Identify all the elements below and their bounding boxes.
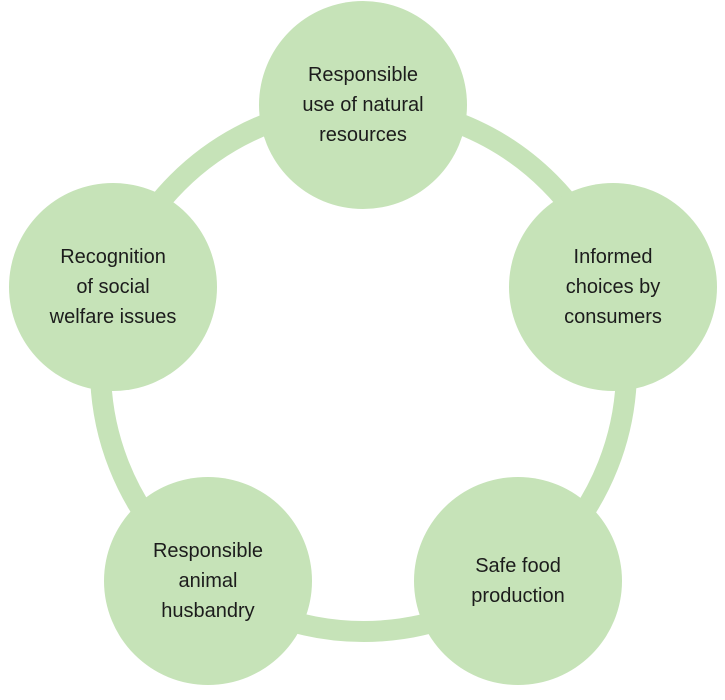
node-label-line: production: [471, 585, 565, 607]
cycle-node-social-welfare: Recognition of social welfare issues: [9, 183, 217, 391]
node-label: Responsible use of natural resources: [302, 60, 423, 150]
node-label-line: of social: [76, 276, 150, 298]
cycle-node-informed-choices: Informed choices by consumers: [509, 183, 717, 391]
node-label-line: animal: [178, 570, 238, 592]
node-label-line: choices by: [565, 276, 661, 298]
node-label-line: consumers: [564, 306, 662, 328]
cycle-node-animal-husbandry: Responsible animal husbandry: [104, 477, 312, 685]
node-label-line: welfare issues: [49, 306, 177, 328]
node-label: Safe food production: [471, 551, 564, 611]
node-label-line: Responsible: [152, 540, 264, 562]
node-label-line: Safe food: [475, 555, 561, 577]
node-label: Recognition of social welfare issues: [50, 242, 177, 332]
node-label: Informed choices by consumers: [564, 242, 662, 332]
node-label-line: Responsible: [307, 64, 419, 86]
node-label-line: resources: [319, 124, 407, 146]
node-label-line: use of natural: [302, 94, 424, 116]
cycle-node-responsible-resource-use: Responsible use of natural resources: [259, 1, 467, 209]
node-label-line: husbandry: [161, 600, 255, 622]
node-label-line: Informed: [573, 246, 653, 268]
node-label-line: Recognition: [60, 246, 166, 268]
node-label: Responsible animal husbandry: [153, 536, 263, 626]
cycle-node-safe-food-production: Safe food production: [414, 477, 622, 685]
